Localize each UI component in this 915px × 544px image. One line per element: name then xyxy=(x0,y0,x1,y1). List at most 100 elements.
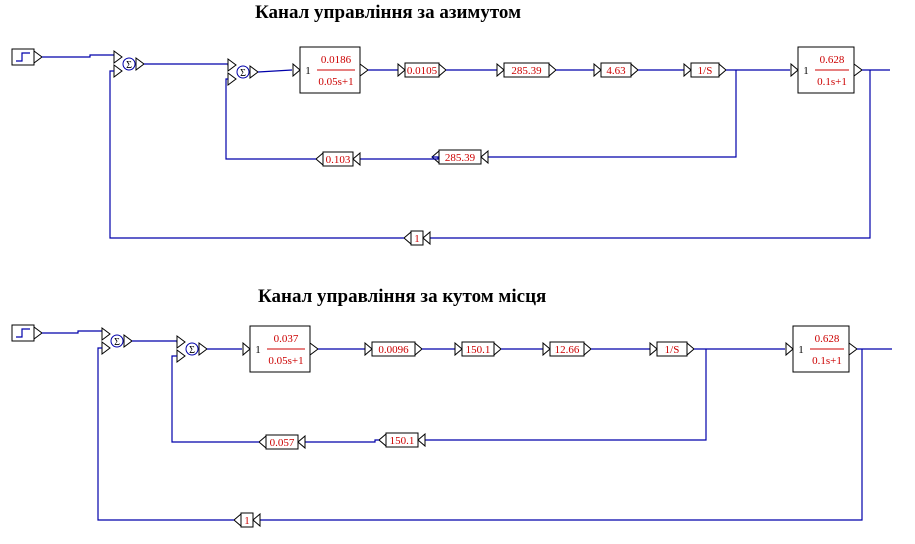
d0-sum-outer-in-port-minus xyxy=(113,64,123,78)
d1-gain-block-2-in-port xyxy=(542,341,551,357)
d1-sum-inner-out-port xyxy=(198,342,208,356)
d1-sum-inner xyxy=(185,342,199,356)
d0-transfer-function-2-numerator: 0.628 xyxy=(820,54,845,66)
d0-step-source xyxy=(11,48,35,66)
d0-transfer-function-1-out-port xyxy=(359,63,369,77)
d0-wire-inner-fb-start xyxy=(488,70,737,158)
d1-sum-inner-symbol: Σ xyxy=(189,345,195,356)
d0-gain-block-3-out-port xyxy=(718,62,727,78)
d1-gain-block-1-in-port xyxy=(454,341,463,357)
diagram-title-elevation: Канал управління за кутом місця xyxy=(258,286,547,307)
d1-gain-block-0-value: 0.0096 xyxy=(378,344,409,356)
d0-sum-outer xyxy=(122,57,136,71)
d0-gain-block-0-value: 0.0105 xyxy=(407,65,438,77)
d0-feedback-gain-outer-out-port xyxy=(403,230,412,246)
d0-feedback-gain-inner-0-in-port xyxy=(480,149,489,165)
diagram-title-azimuth: Канал управління за азимутом xyxy=(255,2,522,23)
d0-transfer-function-2-in-port xyxy=(790,62,799,78)
d1-sum-inner-in-port-minus xyxy=(176,349,186,363)
d1-gain-block-0-in-port xyxy=(364,341,373,357)
d1-sum-outer-out-port xyxy=(123,334,133,348)
d1-feedback-gain-inner-0-value: 150.1 xyxy=(390,435,415,447)
d1-gain-block-2-out-port xyxy=(583,341,592,357)
d0-transfer-function-1-numerator: 0.0186 xyxy=(321,54,352,66)
d0-transfer-function-2-gain: 1 xyxy=(803,65,809,77)
d1-transfer-function-2-denominator: 0.1s+1 xyxy=(812,355,842,367)
d1-transfer-function-2-numerator: 0.628 xyxy=(815,333,840,345)
d1-feedback-gain-inner-0-in-port xyxy=(417,432,426,448)
d1-sum-outer-in-port-plus xyxy=(101,327,111,341)
d0-wire-sum2-tf1 xyxy=(257,69,293,73)
d0-sum-outer-symbol: Σ xyxy=(126,60,132,71)
d1-feedback-gain-inner-0-out-port xyxy=(378,432,387,448)
d0-feedback-gain-inner-1-out-port xyxy=(315,151,324,167)
d1-feedback-gain-inner-1-value: 0.057 xyxy=(270,437,295,449)
d0-sum-inner-out-port xyxy=(249,65,259,79)
d0-feedback-gain-outer-in-port xyxy=(422,230,431,246)
d0-transfer-function-2-out-port xyxy=(853,63,863,77)
d1-gain-block-3-value: 1/S xyxy=(665,344,680,356)
d0-sum-inner xyxy=(236,65,250,79)
d1-gain-block-1-out-port xyxy=(493,341,502,357)
d0-wire-inner-fb-end xyxy=(225,78,316,160)
d0-wire-inner-fb-mid xyxy=(360,156,439,160)
d0-gain-block-1-value: 285.39 xyxy=(511,65,542,77)
d0-transfer-function-1-in-port xyxy=(292,62,301,78)
d0-sum-outer-out-port xyxy=(135,57,145,71)
d0-feedback-gain-outer-value: 1 xyxy=(414,233,420,245)
d0-gain-block-3-value: 1/S xyxy=(698,65,713,77)
d1-transfer-function-2-in-port xyxy=(785,341,794,357)
d0-wire-source xyxy=(42,54,114,58)
d0-feedback-gain-inner-1-value: 0.103 xyxy=(326,154,351,166)
d1-wire-inner-fb-mid xyxy=(305,439,379,443)
d0-wire-outer-fb-end xyxy=(109,70,404,239)
d1-gain-block-2-value: 12.66 xyxy=(555,344,580,356)
d1-transfer-function-2-out-port xyxy=(848,342,858,356)
d1-feedback-gain-outer-out-port xyxy=(233,512,242,528)
d1-wire-source xyxy=(42,330,102,334)
d1-transfer-function-1-in-port xyxy=(242,341,251,357)
d0-gain-block-1-out-port xyxy=(548,62,557,78)
d0-step-source-out-port xyxy=(33,50,43,64)
d1-step-source xyxy=(11,324,35,342)
d1-feedback-gain-outer-value: 1 xyxy=(244,515,250,527)
d1-wire-outer-fb-end xyxy=(97,347,234,521)
d0-gain-block-2-out-port xyxy=(630,62,639,78)
d0-gain-block-2-in-port xyxy=(593,62,602,78)
d1-sum-outer xyxy=(110,334,124,348)
d1-wire-inner-fb-end xyxy=(171,355,259,443)
d1-wire-outer-fb-start xyxy=(260,349,863,521)
d0-sum-outer-in-port-plus xyxy=(113,50,123,64)
d1-gain-block-1-value: 150.1 xyxy=(466,344,491,356)
d0-sum-inner-in-port-minus xyxy=(227,72,237,86)
d1-step-source-out-port xyxy=(33,326,43,340)
d0-gain-block-3-in-port xyxy=(683,62,692,78)
d0-transfer-function-1-denominator: 0.05s+1 xyxy=(318,76,353,88)
d0-sum-inner-in-port-plus xyxy=(227,58,237,72)
d1-feedback-gain-inner-1-in-port xyxy=(297,434,306,450)
d0-transfer-function-1-gain: 1 xyxy=(305,65,311,77)
d1-sum-outer-in-port-minus xyxy=(101,341,111,355)
d1-transfer-function-1-denominator: 0.05s+1 xyxy=(268,355,303,367)
d0-wire-sum1-sum2 xyxy=(144,63,229,66)
d0-gain-block-0-out-port xyxy=(438,62,447,78)
d0-feedback-gain-inner-1-in-port xyxy=(352,151,361,167)
d1-sum-inner-in-port-plus xyxy=(176,335,186,349)
d1-transfer-function-1-gain: 1 xyxy=(255,344,261,356)
d1-step-source-icon xyxy=(16,328,30,338)
d0-gain-block-0-in-port xyxy=(397,62,406,78)
d1-feedback-gain-inner-1-out-port xyxy=(258,434,267,450)
d0-gain-block-1-in-port xyxy=(496,62,505,78)
d1-sum-outer-symbol: Σ xyxy=(114,337,120,348)
d0-wire-outer-fb-start xyxy=(430,70,871,239)
d1-feedback-gain-outer-in-port xyxy=(252,512,261,528)
d1-transfer-function-1-out-port xyxy=(309,342,319,356)
d1-transfer-function-2-gain: 1 xyxy=(798,344,804,356)
d0-sum-inner-symbol: Σ xyxy=(240,68,246,79)
d0-feedback-gain-inner-0-value: 285.39 xyxy=(445,152,476,164)
d1-wire-inner-fb-start xyxy=(425,349,707,441)
d1-gain-block-0-out-port xyxy=(414,341,423,357)
d1-transfer-function-1-numerator: 0.037 xyxy=(274,333,299,345)
d0-transfer-function-2-denominator: 0.1s+1 xyxy=(817,76,847,88)
